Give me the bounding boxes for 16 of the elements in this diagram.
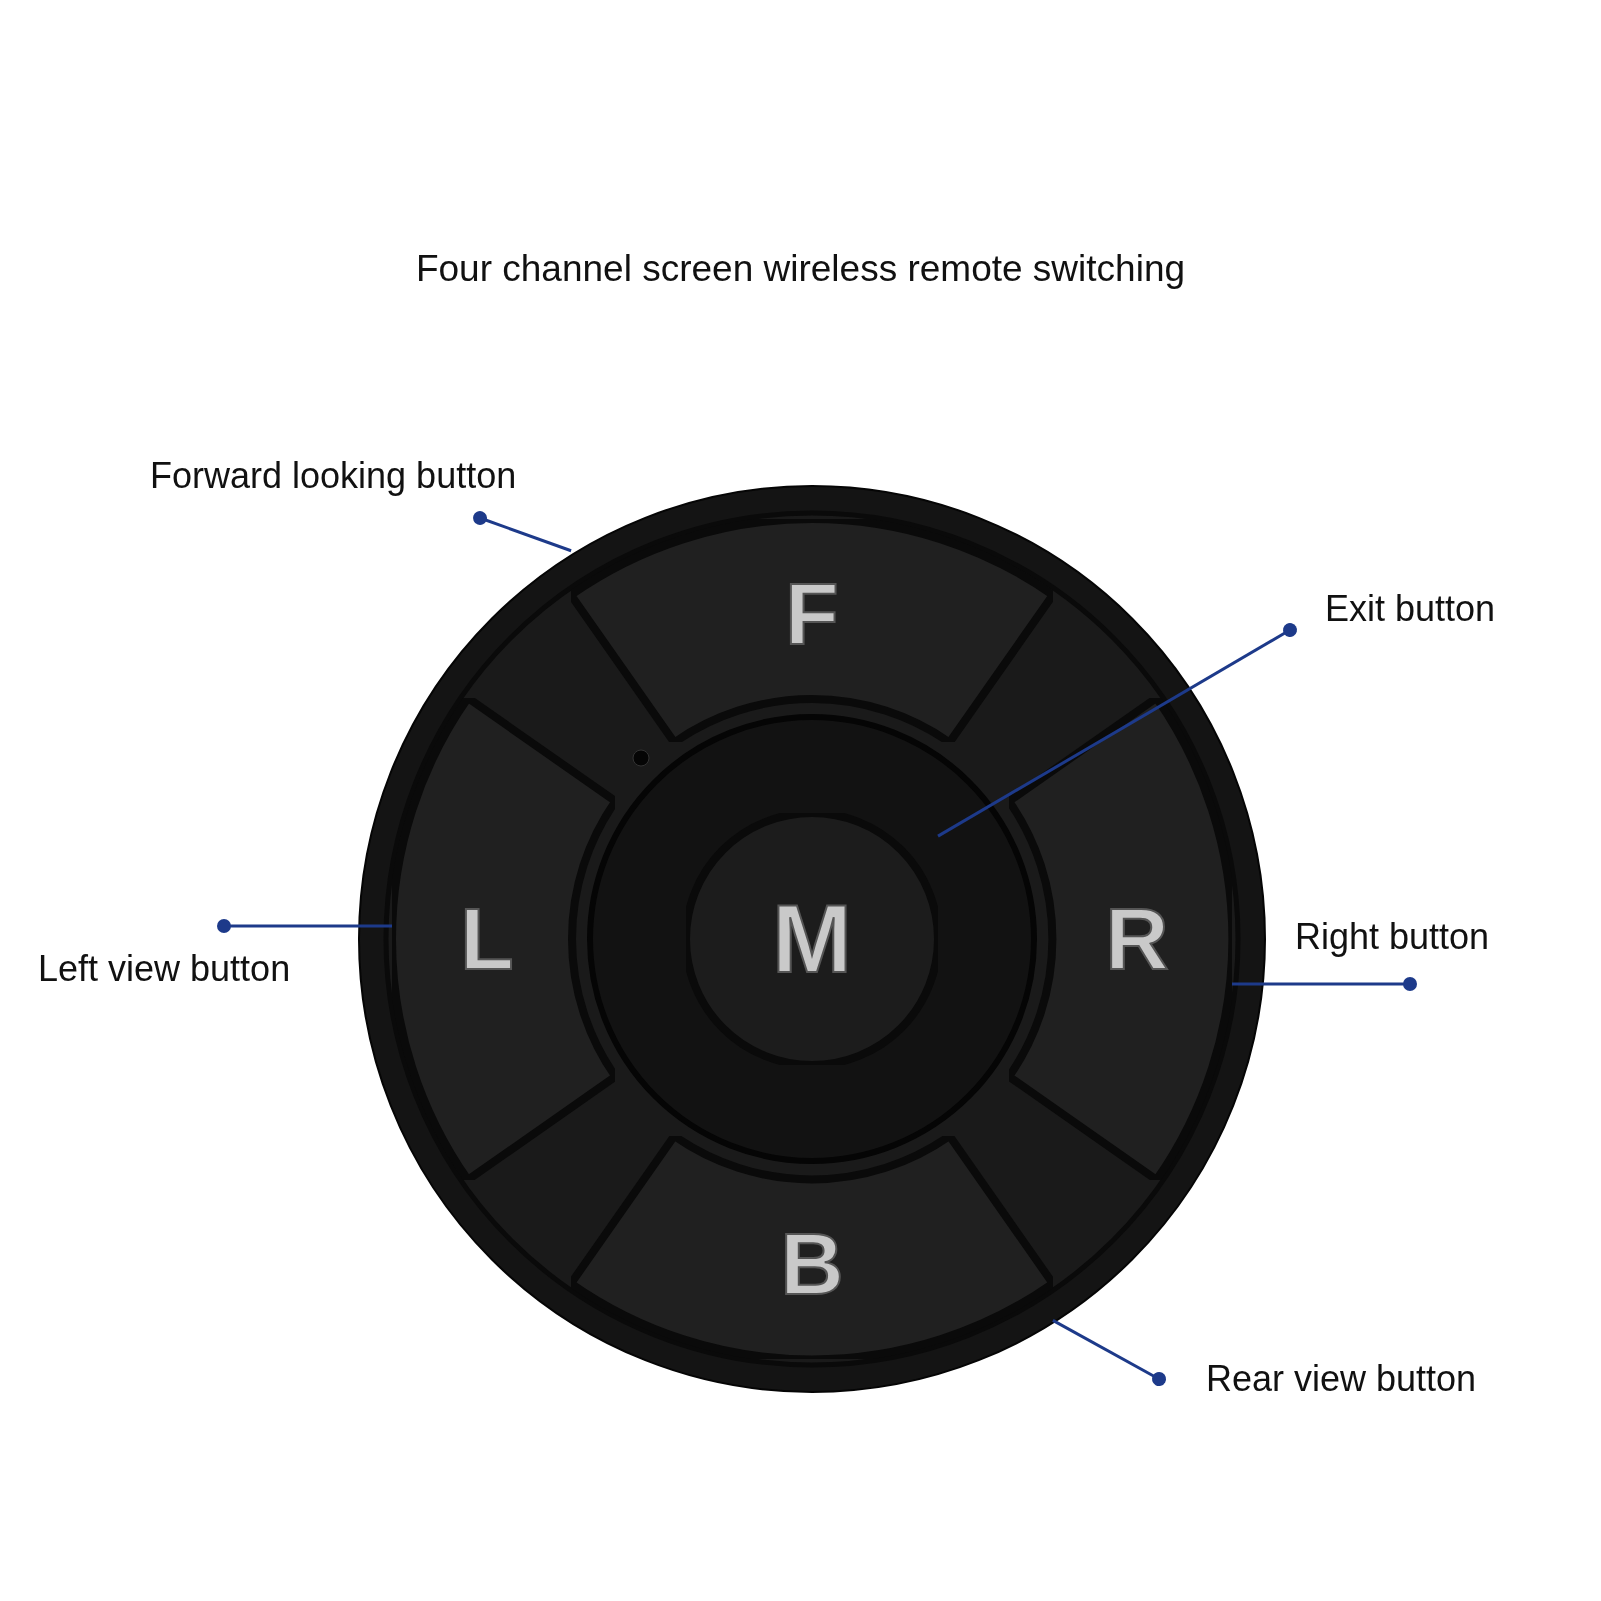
leader-line [473, 511, 572, 553]
callout-label: Exit button [1325, 588, 1496, 630]
button-letter: B [780, 1220, 844, 1308]
callout-label: Left view button [38, 948, 291, 990]
button-letter: L [460, 895, 514, 983]
button-letter: R [1105, 895, 1169, 983]
callout-label: Right button [1295, 916, 1490, 958]
leader-line [1052, 1319, 1166, 1386]
button-letter: F [785, 570, 839, 658]
title: Four channel screen wireless remote switching [415, 248, 1186, 289]
callout-label: Rear view button [1206, 1358, 1477, 1400]
callout-label: Forward looking button [150, 455, 517, 497]
leader-line [217, 919, 392, 933]
leader-line [1232, 977, 1417, 991]
button-letter: M [772, 891, 852, 987]
leader-line [937, 623, 1297, 838]
